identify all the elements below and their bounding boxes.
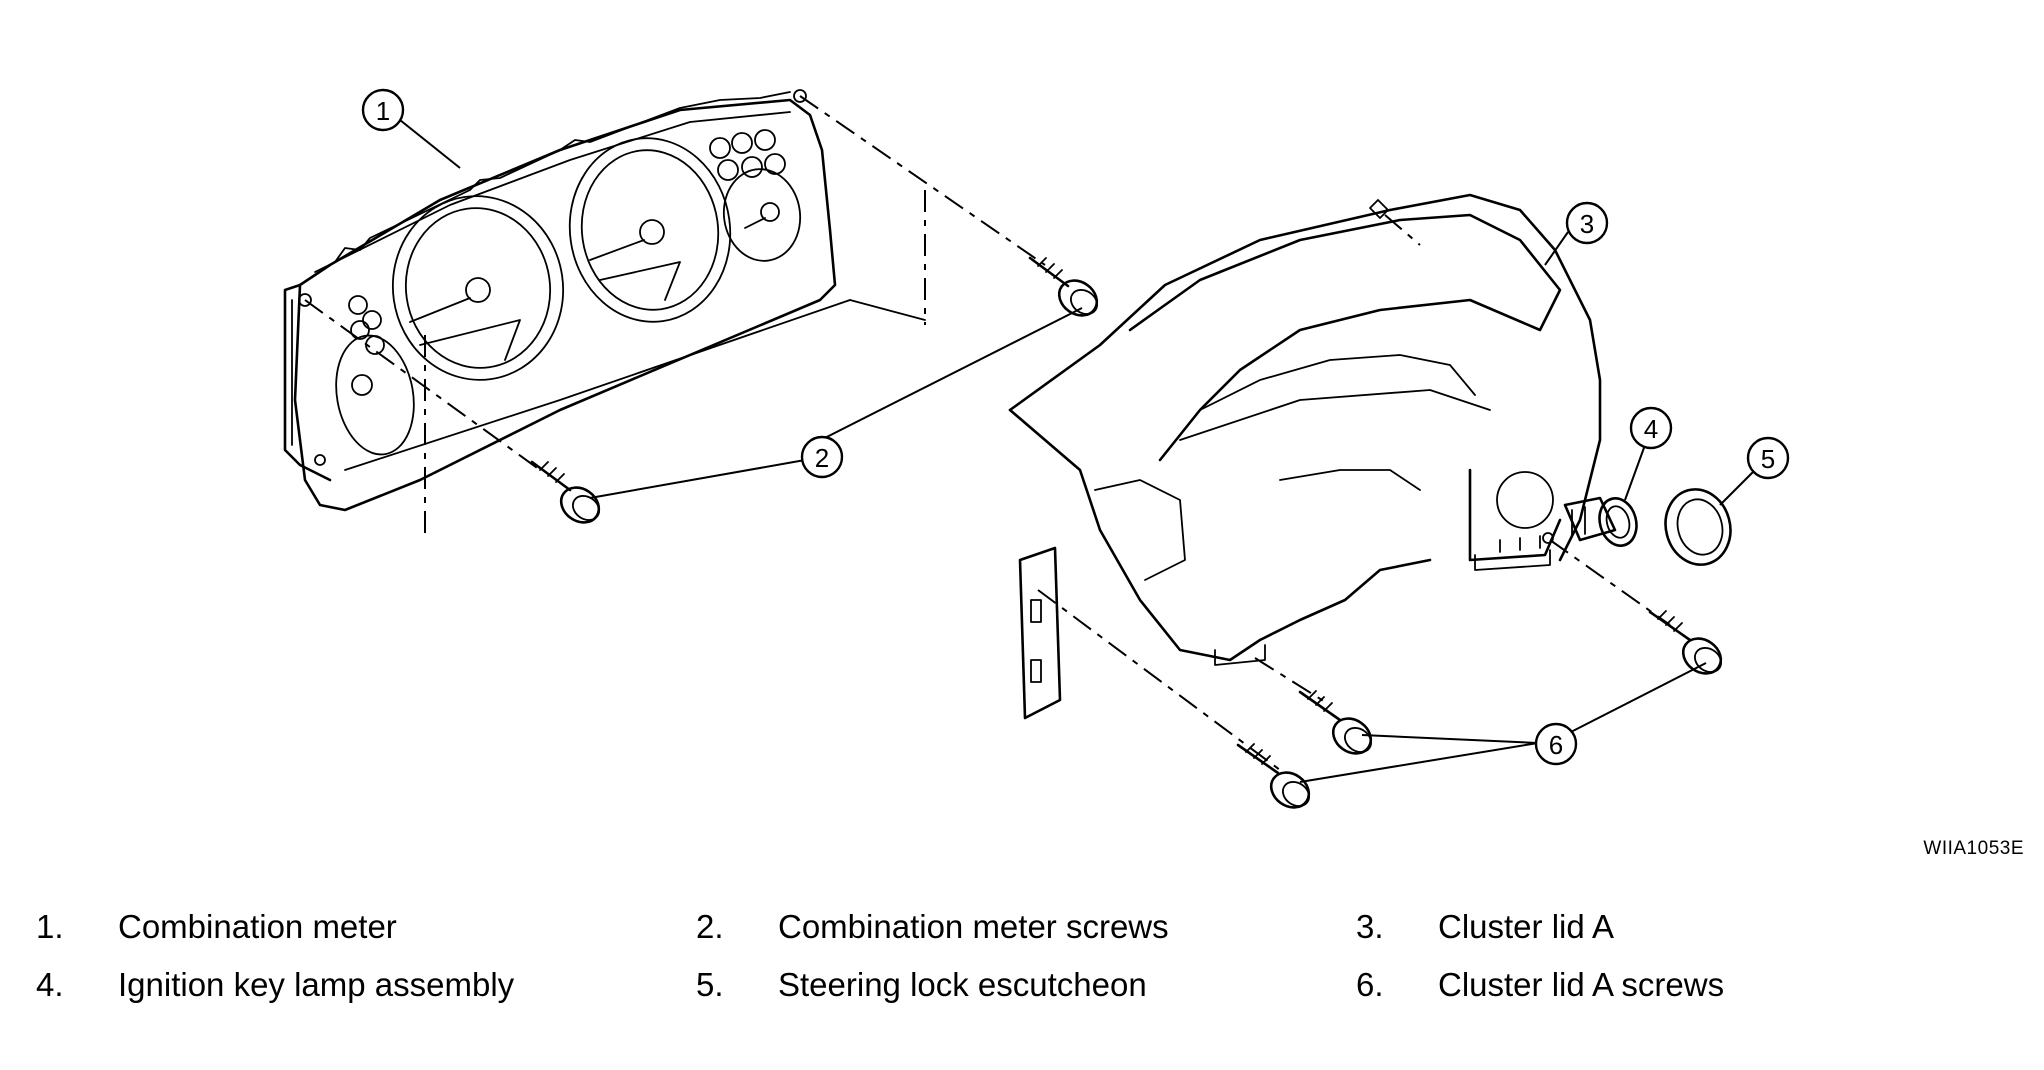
legend-number: 2.	[696, 908, 724, 945]
legend-text: Combination meter screws	[778, 908, 1169, 945]
cluster-lid-drawing	[1008, 193, 1602, 720]
meter-screw-axis	[799, 95, 1046, 266]
legend-item: 5. Steering lock escutcheon	[696, 966, 1356, 1004]
lid-screw-1	[1236, 743, 1311, 809]
legend-row: 1. Combination meter 2. Combination mete…	[36, 898, 2016, 956]
legend-text: Cluster lid A	[1438, 908, 1615, 945]
meter-screw-right	[1028, 256, 1099, 317]
legend-item: 1. Combination meter	[36, 908, 696, 946]
callout-5-label: 5	[1761, 444, 1775, 474]
legend-number: 1.	[36, 908, 64, 945]
legend-text: Cluster lid A screws	[1438, 966, 1725, 1003]
leader-lines	[399, 119, 1756, 783]
legend-item: 2. Combination meter screws	[696, 908, 1356, 946]
steering-lock-escutcheon-drawing	[1664, 488, 1732, 566]
legend-number: 6.	[1356, 966, 1384, 1003]
callout-1: 1	[361, 88, 405, 132]
combination-meter-drawing	[283, 89, 926, 512]
callout-3-label: 3	[1580, 209, 1594, 239]
callout-3: 3	[1565, 201, 1609, 245]
legend-number: 5.	[696, 966, 724, 1003]
legend-item: 6. Cluster lid A screws	[1356, 966, 2016, 1004]
callout-2-label: 2	[815, 443, 829, 473]
callout-5: 5	[1746, 436, 1790, 480]
legend-text: Combination meter	[118, 908, 397, 945]
callout-2: 2	[800, 435, 844, 479]
legend-item: 3. Cluster lid A	[1356, 908, 2016, 946]
figure-code: WIIA1053E	[1923, 838, 2024, 859]
callout-6-label: 6	[1549, 730, 1563, 760]
legend-text: Ignition key lamp assembly	[118, 966, 515, 1003]
legend: 1. Combination meter 2. Combination mete…	[36, 898, 2016, 1014]
legend-number: 4.	[36, 966, 64, 1003]
callout-1-label: 1	[376, 96, 390, 126]
lid-screw-2	[1298, 690, 1373, 755]
lid-screw-axis	[1037, 589, 1281, 771]
lid-screw-3	[1648, 610, 1723, 675]
callout-4: 4	[1629, 406, 1673, 450]
lid-screw-axis	[1254, 657, 1331, 706]
meter-screw-left	[530, 460, 601, 524]
lid-clip-axis	[1384, 214, 1421, 246]
callout-6: 6	[1534, 722, 1578, 766]
diagram-canvas: 1 2 3 4 5 6	[283, 88, 1790, 809]
legend-number: 3.	[1356, 908, 1384, 945]
legend-item: 4. Ignition key lamp assembly	[36, 966, 696, 1004]
legend-text: Steering lock escutcheon	[778, 966, 1147, 1003]
ignition-key-lamp-drawing	[1563, 496, 1638, 547]
meter-screw-axis	[304, 299, 541, 471]
legend-row: 4. Ignition key lamp assembly 5. Steerin…	[36, 956, 2016, 1014]
callout-4-label: 4	[1644, 414, 1658, 444]
exploded-view-diagram: 1 2 3 4 5 6	[283, 88, 1790, 809]
